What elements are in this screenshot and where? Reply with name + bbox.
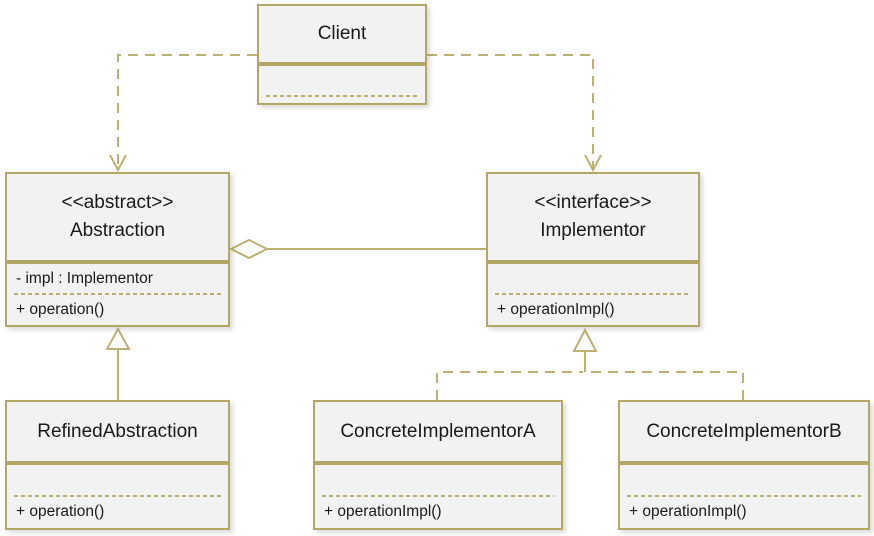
empty-attributes-area <box>620 465 868 495</box>
realization-concreteimplementorb-to-implementor <box>587 371 744 400</box>
members-separator <box>495 293 691 295</box>
class-concrete-implementor-a: ConcreteImplementorA + operationImpl() <box>313 400 563 530</box>
class-name: Abstraction <box>69 220 166 241</box>
dependency-client-to-abstraction <box>109 54 257 173</box>
aggregation-abstraction-implementor <box>228 238 487 260</box>
method: + operationImpl() <box>324 503 442 520</box>
class-client: Client <box>257 4 427 105</box>
attribute: - impl : Implementor <box>16 270 153 287</box>
method: + operationImpl() <box>629 503 747 520</box>
class-stereotype: <<interface>> <box>534 192 652 213</box>
members-separator <box>322 495 554 497</box>
class-abstraction: <<abstract>> Abstraction - impl : Implem… <box>5 172 230 327</box>
members-separator <box>266 95 418 97</box>
hollow-triangle-icon <box>105 326 131 350</box>
realization-concreteimplementora-to-implementor <box>436 371 583 400</box>
empty-attributes-area <box>488 264 698 293</box>
open-arrowhead-icon <box>109 154 127 173</box>
class-name: RefinedAbstraction <box>37 420 198 442</box>
method: + operation() <box>16 503 105 520</box>
generalization-refinedabstraction-to-abstraction <box>105 326 131 400</box>
class-name: Client <box>317 23 367 44</box>
method: + operation() <box>16 301 105 318</box>
members-separator <box>627 495 861 497</box>
class-name: ConcreteImplementorA <box>340 420 536 442</box>
class-name: ConcreteImplementorB <box>646 420 842 442</box>
dependency-client-to-implementor <box>427 54 602 173</box>
shared-realization-arrow <box>572 327 598 372</box>
class-name: Implementor <box>540 220 646 241</box>
open-arrowhead-icon <box>584 154 602 173</box>
class-concrete-implementor-b: ConcreteImplementorB + operationImpl() <box>618 400 870 530</box>
class-implementor: <<interface>> Implementor + operationImp… <box>486 172 700 327</box>
class-stereotype: <<abstract>> <box>61 192 174 213</box>
hollow-diamond-icon <box>228 238 270 260</box>
hollow-triangle-icon <box>572 327 598 352</box>
members-separator <box>14 293 221 295</box>
members-separator <box>14 495 221 497</box>
empty-attributes-area <box>315 465 561 495</box>
method: + operationImpl() <box>497 301 615 318</box>
class-refined-abstraction: RefinedAbstraction + operation() <box>5 400 230 530</box>
empty-attributes-area <box>7 465 228 495</box>
